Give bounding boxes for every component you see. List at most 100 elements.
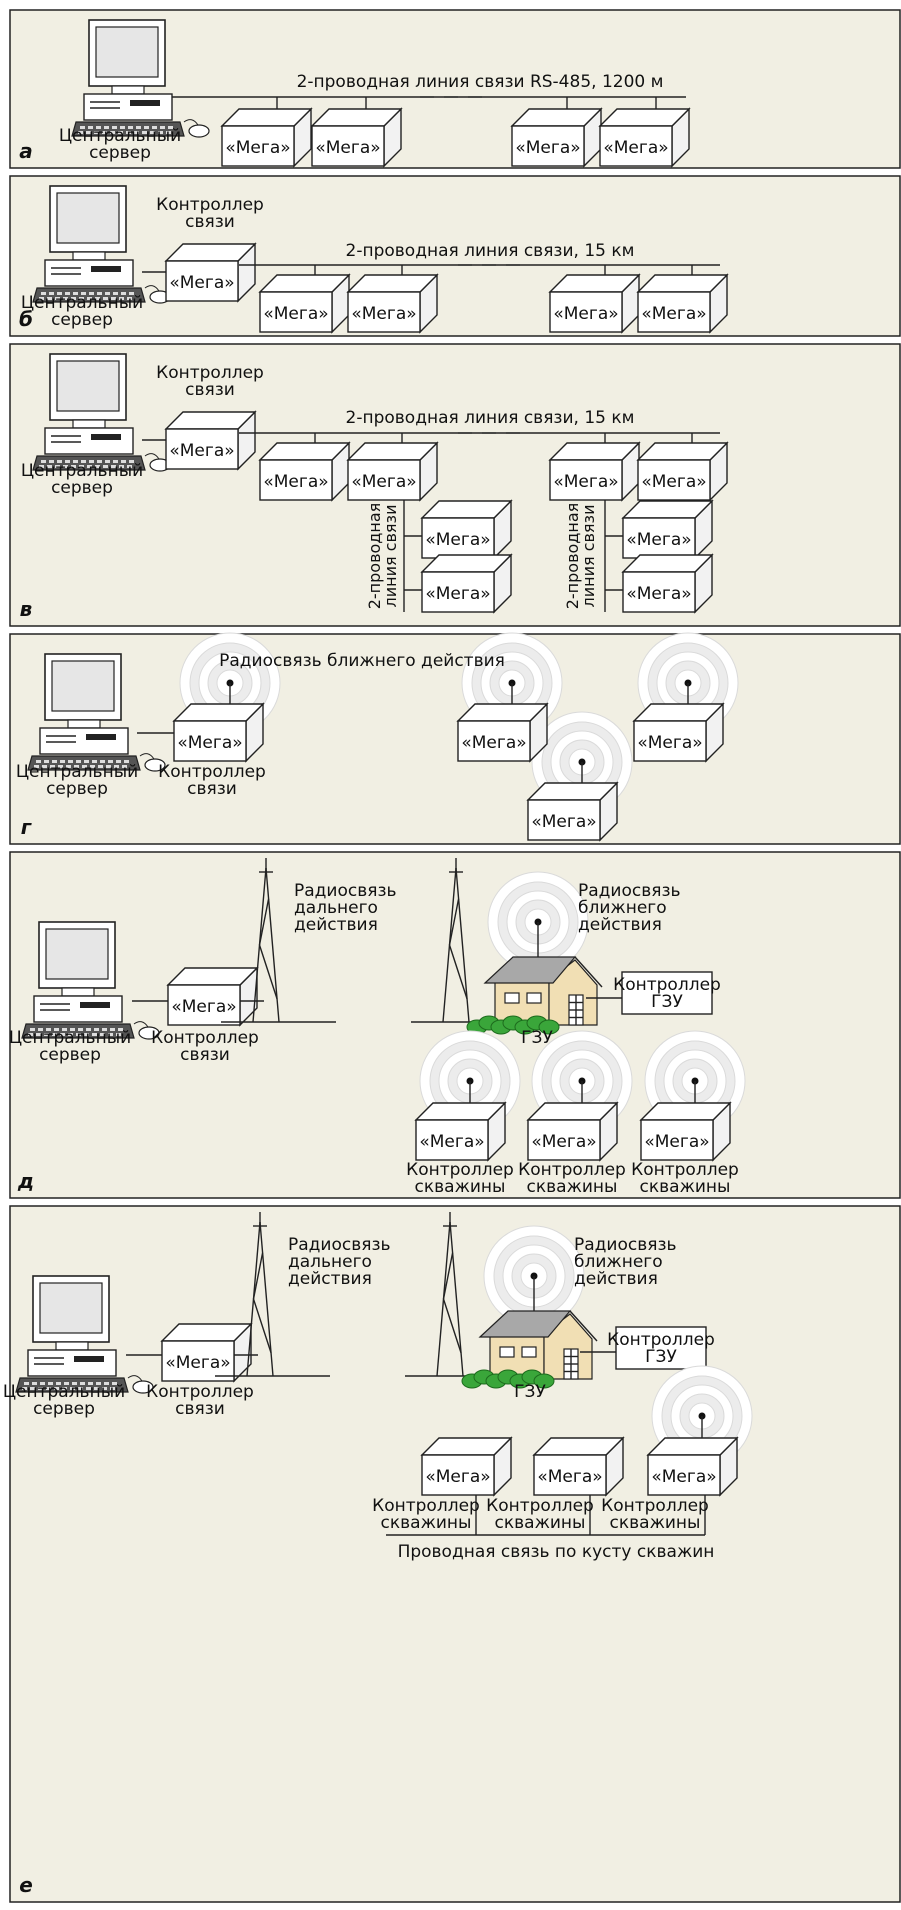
house-gable <box>548 959 598 1026</box>
computer-icon <box>21 921 160 1040</box>
panel-v: вЦентральныйсерверКонтроллерсвязи«Мега»2… <box>9 343 901 627</box>
key <box>89 460 94 463</box>
controller-label: связи <box>180 1045 230 1065</box>
well-controller-label: Контроллер <box>518 1160 626 1180</box>
key <box>55 465 60 468</box>
box-front-face <box>533 1454 607 1496</box>
key <box>60 760 65 763</box>
key <box>73 460 78 463</box>
mega-controller-box: «Мега» <box>646 1436 739 1497</box>
mega-label: «Мега» <box>315 138 380 158</box>
screen <box>95 26 159 78</box>
system-unit <box>44 427 134 455</box>
server-label: сервер <box>89 143 151 163</box>
box-front-face <box>527 1119 601 1161</box>
server-label: Центральный <box>21 293 143 313</box>
mega-controller-box: «Мега» <box>164 242 257 303</box>
key <box>118 1028 123 1031</box>
key <box>78 131 83 134</box>
key <box>63 297 68 300</box>
long-range-radio-label: Радиосвязь <box>288 1235 391 1255</box>
monitor-stand <box>61 987 95 997</box>
key <box>84 760 89 763</box>
key <box>110 1387 115 1390</box>
key <box>136 126 141 129</box>
key <box>82 765 87 768</box>
radio-label: Радиосвязь ближнего действия <box>219 651 505 671</box>
box-front-face <box>637 291 711 333</box>
mega-controller-box: «Мега» <box>220 107 313 168</box>
computer-icon <box>32 353 171 472</box>
server-label: Центральный <box>3 1382 125 1402</box>
box-front-face <box>511 125 585 167</box>
mega-controller-box: «Мега» <box>310 107 403 168</box>
key <box>44 1033 49 1036</box>
branch-line-label: линия связи <box>579 505 598 608</box>
key <box>22 1387 27 1390</box>
controller-label: связи <box>187 779 237 799</box>
server-label: Центральный <box>16 762 138 782</box>
gzu-controller-label: ГЗУ <box>645 1347 677 1367</box>
mouse-cable <box>144 453 160 460</box>
mega-label: «Мега» <box>225 138 290 158</box>
key <box>128 126 133 129</box>
mega-label: «Мега» <box>165 1353 230 1373</box>
key <box>28 1033 33 1036</box>
box-front-face <box>637 459 711 501</box>
key <box>24 1382 29 1385</box>
key <box>30 1387 35 1390</box>
screen <box>56 360 120 412</box>
panel-letter: г <box>21 815 32 839</box>
key <box>46 1028 51 1031</box>
key <box>78 1387 83 1390</box>
key <box>81 460 86 463</box>
panel-e: еЦентральныйсервер«Мега»КонтроллерсвязиР… <box>3 1205 901 1903</box>
mouse-cable <box>139 753 155 760</box>
key <box>41 460 46 463</box>
panel-frame <box>9 633 901 845</box>
box-front-face <box>415 1119 489 1161</box>
key <box>79 465 84 468</box>
panel-frame <box>9 1205 901 1903</box>
key <box>57 292 62 295</box>
screen <box>56 192 120 244</box>
key <box>47 297 52 300</box>
key <box>52 760 57 763</box>
panel-frame <box>9 175 901 337</box>
controller-label: связи <box>175 1399 225 1419</box>
box-front-face <box>622 517 696 559</box>
key <box>98 765 103 768</box>
key <box>100 1033 105 1036</box>
monitor-stand <box>72 419 106 429</box>
key <box>97 292 102 295</box>
drive-bay <box>130 100 160 106</box>
controller-label: Контроллер <box>156 363 264 383</box>
mega-label: «Мега» <box>419 1132 484 1152</box>
mouse <box>188 124 210 138</box>
key <box>111 297 116 300</box>
key <box>113 292 118 295</box>
key <box>116 760 121 763</box>
controller-label: связи <box>185 380 235 400</box>
mega-label: «Мега» <box>537 1467 602 1487</box>
box-front-face <box>622 571 696 613</box>
key <box>46 1387 51 1390</box>
mega-controller-box: «Мега» <box>414 1101 507 1162</box>
key <box>50 765 55 768</box>
key <box>89 292 94 295</box>
mega-controller-box: «Мега» <box>510 107 603 168</box>
mega-controller-box: «Мега» <box>632 702 725 763</box>
mega-label: «Мега» <box>425 530 490 550</box>
key <box>126 131 131 134</box>
gzu-controller-box <box>621 971 713 1015</box>
key <box>40 1382 45 1385</box>
window <box>499 1346 515 1358</box>
mega-controller-box: «Мега» <box>160 1322 253 1383</box>
roof-edge <box>569 1310 598 1342</box>
short-range-radio-label: ближнего <box>574 1252 663 1272</box>
gzu-controller-box <box>615 1326 707 1370</box>
key <box>52 1033 57 1036</box>
key <box>68 1033 73 1036</box>
key <box>56 1382 61 1385</box>
bush <box>533 1373 555 1389</box>
